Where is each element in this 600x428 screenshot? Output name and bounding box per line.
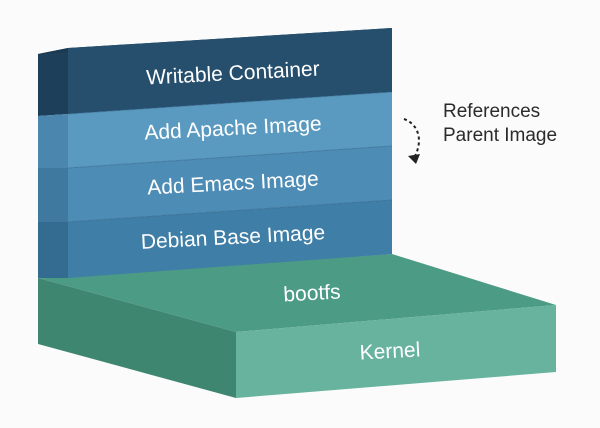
layer-divider [67,145,393,169]
curved-arrow-icon [403,118,420,164]
kernel-label: Kernel [359,338,421,365]
kernel-left-face [38,278,236,398]
kernel-front-face [236,305,556,398]
writable-side-face [38,48,68,116]
bootfs-top-face [38,254,556,332]
layer-divider [67,199,393,223]
debian-layer [68,200,392,278]
emacs-side-face [38,168,68,222]
bootfs-label: bootfs [282,280,342,307]
annotation-line-2: Parent Image [443,125,558,146]
writable-layer [68,28,392,114]
apache-layer [68,92,392,168]
layer-divider [67,91,393,115]
emacs-layer [68,146,392,222]
annotation-line-1: References [443,101,541,122]
debian-side-face [38,222,68,278]
apache-side-face [38,114,68,168]
